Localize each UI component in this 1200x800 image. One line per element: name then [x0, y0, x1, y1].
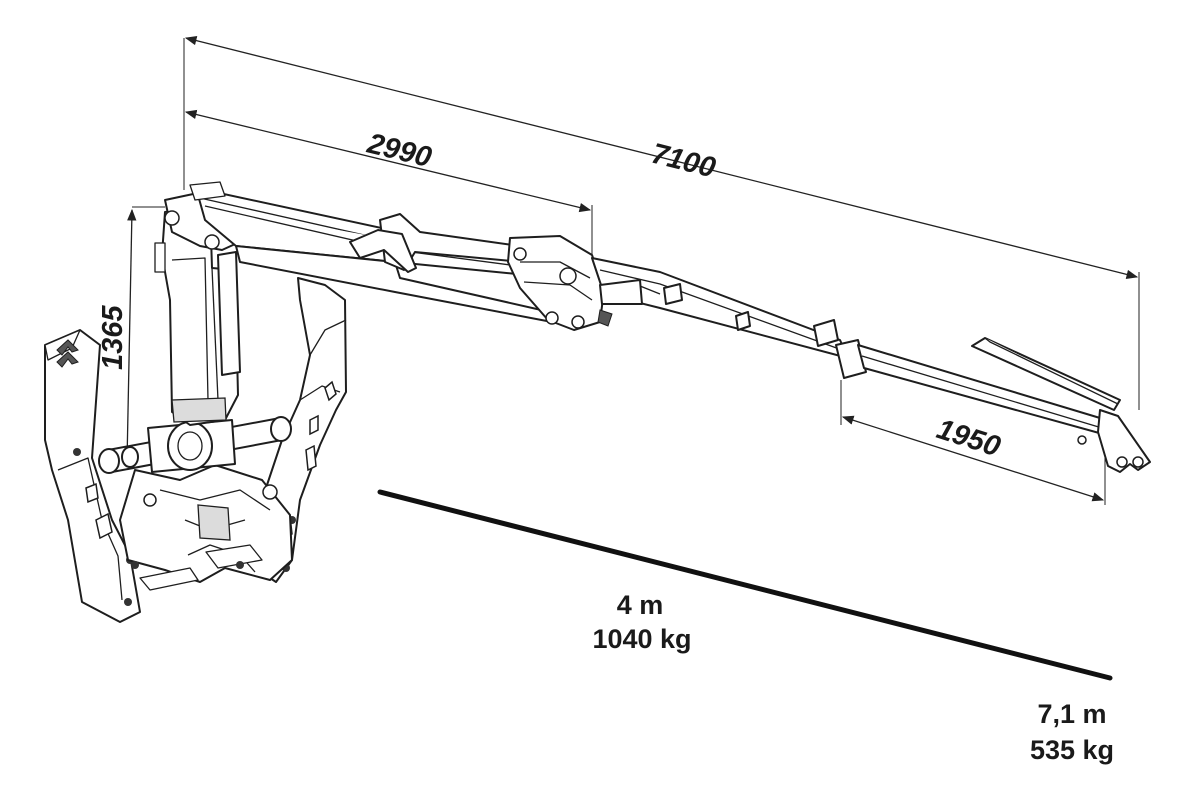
dimension-label-2990: 2990: [363, 127, 434, 174]
knuckle-joint: [507, 235, 613, 331]
dimension-label-7100: 7100: [648, 138, 718, 185]
reach-long-label: 7,1 m: [1037, 699, 1106, 729]
left-outrigger: [44, 329, 141, 623]
reach-scale-line: [377, 489, 1113, 681]
reach-short-weight: 1040 kg: [592, 624, 691, 654]
slewing-cylinder: [98, 416, 292, 474]
base-frame: [119, 464, 293, 591]
dimension-label-1950: 1950: [933, 413, 1004, 463]
lift-cylinder: [217, 251, 241, 376]
crane-drawing: [44, 181, 1151, 623]
end-link: [971, 337, 1151, 473]
dimension-1365: 1365: [97, 206, 165, 464]
dimension-label-1365: 1365: [97, 305, 129, 370]
jib-boom: [591, 257, 849, 359]
reach-long-weight: 535 kg: [1030, 735, 1114, 765]
reach-short-label: 4 m: [617, 590, 664, 620]
